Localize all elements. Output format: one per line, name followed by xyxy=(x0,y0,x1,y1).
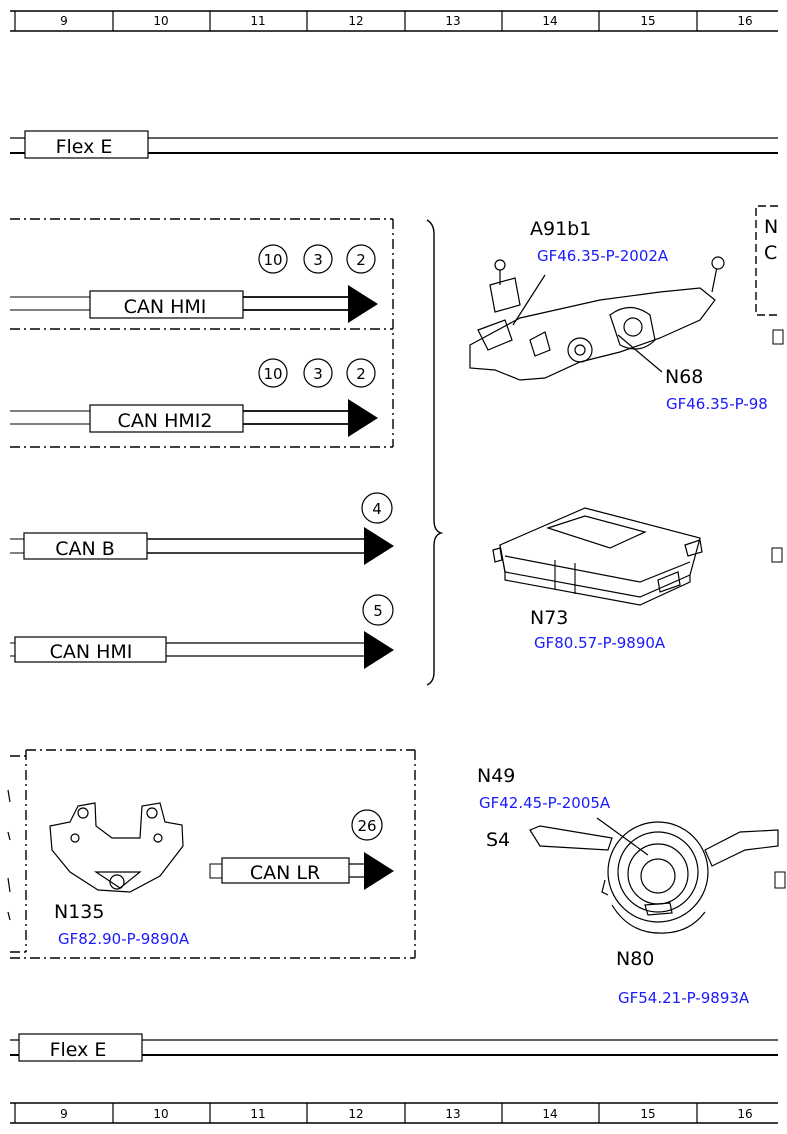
can-lr-bus: CAN LR 26 xyxy=(209,809,394,890)
n135-group-frame xyxy=(10,749,416,959)
flex-e-bus-top: Flex E xyxy=(10,130,778,159)
component-n49-ref: GF42.45-P-2005A xyxy=(479,794,611,812)
can-hmi2-label: CAN HMI2 xyxy=(118,410,213,432)
column-number: 14 xyxy=(542,14,557,28)
component-n135-ref: GF82.90-P-9890A xyxy=(58,930,190,948)
column-number: 10 xyxy=(153,14,168,28)
column-number: 15 xyxy=(640,14,655,28)
column-number: 16 xyxy=(737,14,752,28)
column-number: 16 xyxy=(737,1107,752,1121)
reference-marker: 3 xyxy=(313,365,323,383)
hmi-group-frame xyxy=(10,218,394,448)
reference-marker: 5 xyxy=(373,602,383,620)
component-n68-ref: GF46.35-P-98 xyxy=(666,395,768,413)
component-n80-ref: GF54.21-P-9893A xyxy=(618,989,750,1007)
column-number: 9 xyxy=(60,1107,68,1121)
component-n73-ref: GF80.57-P-9890A xyxy=(534,634,666,652)
reference-marker: 3 xyxy=(313,251,323,269)
component-n49-label: N49 xyxy=(477,765,515,787)
column-number: 12 xyxy=(348,1107,363,1121)
column-number: 13 xyxy=(445,1107,460,1121)
column-ruler-top: 9 10 11 12 13 14 15 16 xyxy=(10,10,778,32)
column-number: 13 xyxy=(445,14,460,28)
reference-marker: 10 xyxy=(263,251,282,269)
cutoff-label-2: C xyxy=(764,242,777,264)
column-number: 9 xyxy=(60,14,68,28)
reference-marker: 2 xyxy=(356,251,366,269)
column-number: 11 xyxy=(250,1107,265,1121)
cutoff-component-box xyxy=(755,205,786,889)
cutoff-label-1: N xyxy=(764,216,778,238)
can-hmi-label: CAN HMI xyxy=(124,296,207,318)
steering-column-module-drawing xyxy=(529,817,779,934)
group-brace xyxy=(426,219,444,686)
flex-e-label: Flex E xyxy=(56,136,113,158)
component-n135-drawing xyxy=(49,802,184,893)
component-n135-label: N135 xyxy=(54,901,104,923)
can-lr-label: CAN LR xyxy=(250,862,320,884)
component-s4-label: S4 xyxy=(486,829,510,851)
can-b-label: CAN B xyxy=(55,538,115,560)
column-number: 14 xyxy=(542,1107,557,1121)
left-edge-cut-marks xyxy=(7,789,11,921)
component-a91b1-label: A91b1 xyxy=(530,218,591,240)
can-hmi2-bus: CAN HMI2 10 3 2 xyxy=(10,358,378,437)
column-number: 12 xyxy=(348,14,363,28)
can-hmi-label: CAN HMI xyxy=(50,641,133,663)
can-hmi-bus-2: CAN HMI 5 xyxy=(10,594,394,669)
component-n80-label: N80 xyxy=(616,948,654,970)
flex-e-bus-bottom: Flex E xyxy=(10,1033,778,1062)
column-number: 10 xyxy=(153,1107,168,1121)
steering-gear-drawing xyxy=(469,256,725,381)
column-ruler-bottom: 9 10 11 12 13 14 15 16 xyxy=(10,1102,778,1124)
component-a91b1-ref: GF46.35-P-2002A xyxy=(537,247,669,265)
reference-marker: 10 xyxy=(263,365,282,383)
flex-e-label: Flex E xyxy=(50,1039,107,1061)
column-number: 11 xyxy=(250,14,265,28)
reference-marker: 4 xyxy=(372,500,382,518)
reference-marker: 26 xyxy=(357,817,376,835)
component-n68-label: N68 xyxy=(665,366,703,388)
can-b-bus: CAN B 4 xyxy=(10,492,394,565)
reference-marker: 2 xyxy=(356,365,366,383)
can-hmi-bus-1: CAN HMI 10 3 2 xyxy=(10,244,378,323)
column-number: 15 xyxy=(640,1107,655,1121)
control-unit-n73-drawing xyxy=(492,507,703,606)
component-n73-label: N73 xyxy=(530,607,568,629)
